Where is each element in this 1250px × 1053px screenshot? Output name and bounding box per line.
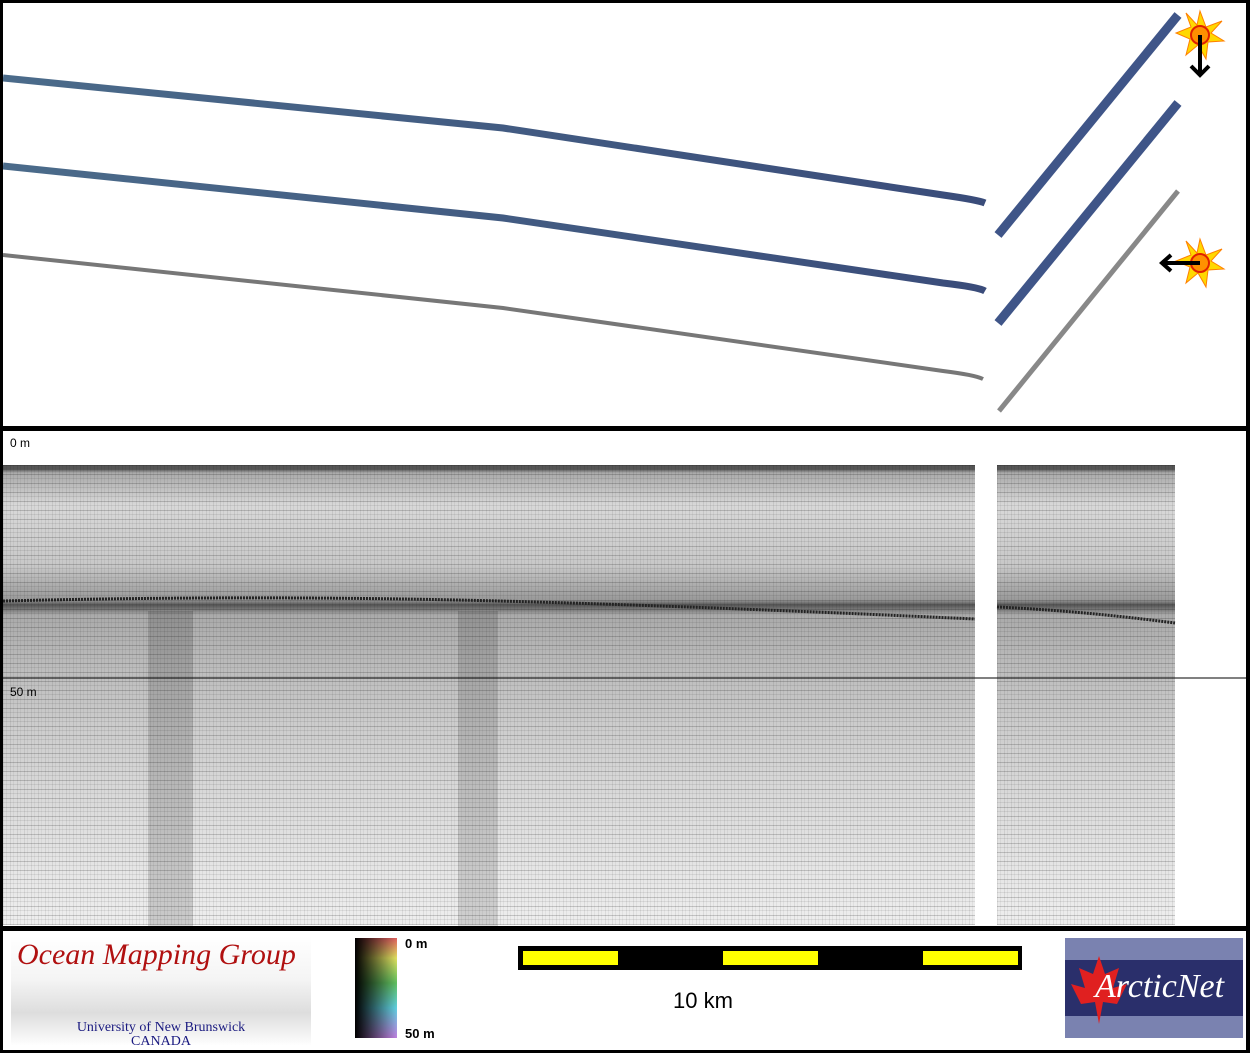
echogram-panel: 0 m 50 m (3, 431, 1246, 926)
omg-university: University of New Brunswick (76, 1020, 246, 1035)
footer-panel: Ocean Mapping Group University of New Br… (3, 931, 1246, 1050)
scale-label: 10 km (673, 988, 733, 1013)
echogram-segment-2 (997, 465, 1175, 925)
swath-track-4 (994, 12, 1182, 238)
swath-track-6 (997, 189, 1180, 413)
scale-segment (523, 951, 618, 965)
depth-label-0: 0 m (10, 436, 31, 450)
swath-track-3 (2, 253, 984, 381)
swath-tracks (2, 9, 1226, 413)
depth-label-50: 50 m (10, 685, 37, 699)
sun-arrow-down-icon (1174, 9, 1226, 78)
arcticnet-logo: ArcticNet (1065, 938, 1243, 1038)
echogram-segment-1 (3, 465, 975, 925)
seafloor-trace (3, 596, 1246, 926)
sun-arrow-left-icon (1158, 237, 1226, 289)
scale-segment (723, 951, 818, 965)
arcticnet-text: ArcticNet (1095, 968, 1225, 1005)
ocean-mapping-group-logo: Ocean Mapping Group University of New Br… (11, 936, 311, 1049)
scale-segment (923, 951, 1018, 965)
swath-map-panel (2, 3, 1246, 426)
depth-colorbar (355, 938, 397, 1038)
swath-track-5 (994, 100, 1182, 326)
omg-country: CANADA (131, 1034, 191, 1049)
scale-bar (518, 946, 1022, 970)
colorbar-top-label: 0 m (405, 936, 428, 951)
swath-track-1 (2, 74, 987, 207)
swath-track-2 (2, 162, 987, 295)
colorbar-bottom-label: 50 m (405, 1026, 435, 1041)
omg-title: Ocean Mapping Group (17, 938, 296, 971)
